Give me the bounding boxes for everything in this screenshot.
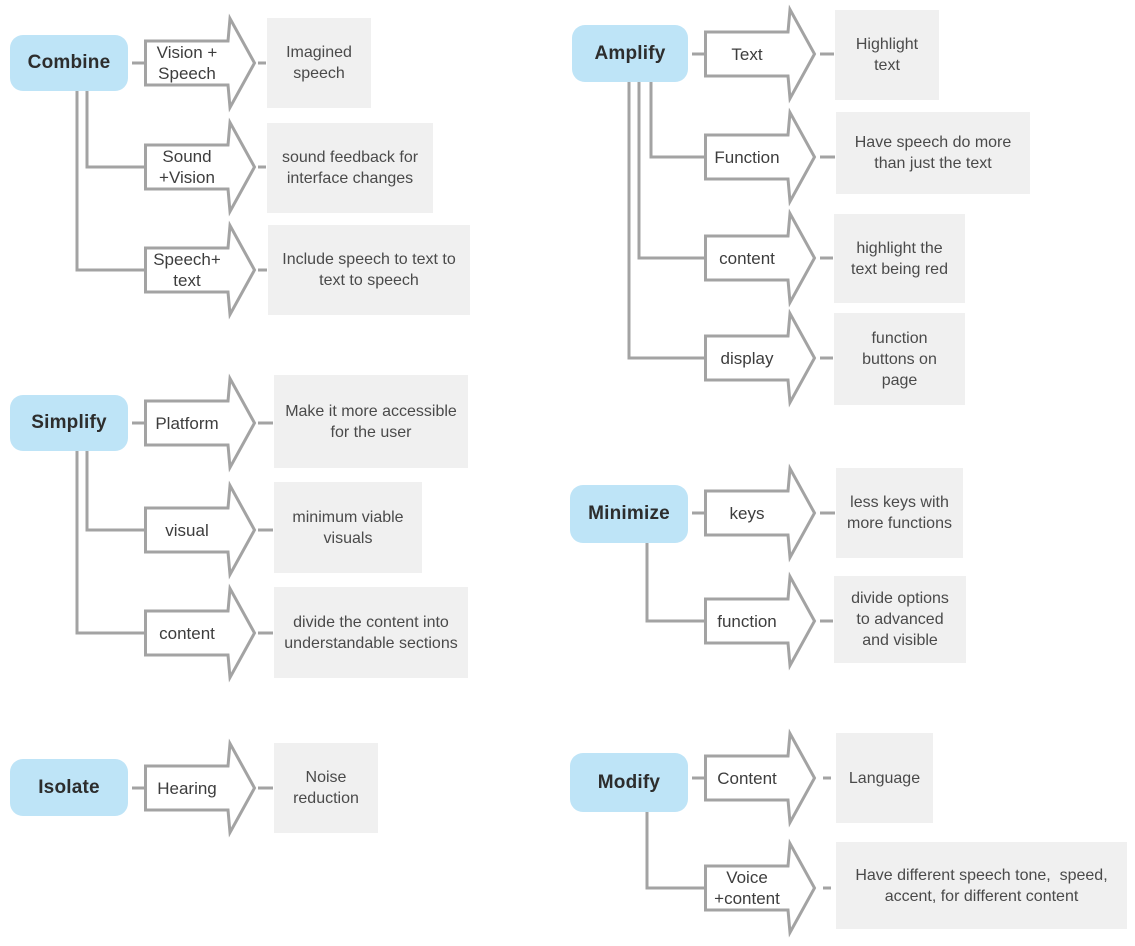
desc-text: Have speech do more than just the text xyxy=(854,134,1012,172)
desc-box: minimum viable visuals xyxy=(274,482,422,573)
branch-label: Platform xyxy=(155,413,219,433)
branch-label: Sound +Vision xyxy=(159,147,215,187)
desc-box: function buttons on page xyxy=(834,313,965,405)
desc-text: minimum viable visuals xyxy=(292,508,404,547)
desc-text: Include speech to text to text to speech xyxy=(282,251,456,289)
desc-box: sound feedback for interface changes xyxy=(267,123,433,213)
branch-label: visual xyxy=(165,520,209,540)
branch-label: content xyxy=(719,248,775,268)
desc-box: Language xyxy=(836,733,933,823)
branch-label: Text xyxy=(731,44,763,64)
desc-text: sound feedback for interface changes xyxy=(281,149,419,187)
branch-label: keys xyxy=(729,503,765,523)
category-modify: Modify xyxy=(570,753,688,812)
branch-label: display xyxy=(720,348,774,368)
connector xyxy=(645,812,704,890)
desc-box: Make it more accessible for the user xyxy=(274,375,468,468)
connector xyxy=(637,82,704,260)
branch-label: Vision + Speech xyxy=(156,43,218,83)
desc-box: Have speech do more than just the text xyxy=(836,112,1030,194)
desc-box: highlight the text being red xyxy=(834,214,965,303)
connector xyxy=(645,543,704,623)
desc-text: highlight the text being red xyxy=(851,239,948,278)
desc-box: Imagined speech xyxy=(267,18,371,108)
category-isolate: Isolate xyxy=(10,759,128,816)
category-minimize: Minimize xyxy=(570,485,688,543)
desc-text: Noise reduction xyxy=(293,769,359,807)
branch-label: Function xyxy=(714,147,780,167)
connector xyxy=(85,91,144,169)
desc-text: divide the content into understandable s… xyxy=(284,613,458,652)
category-combine: Combine xyxy=(10,35,128,91)
desc-text: function buttons on page xyxy=(862,329,937,389)
desc-box: Include speech to text to text to speech xyxy=(268,225,470,315)
branch-label: function xyxy=(717,611,777,631)
desc-box: Noise reduction xyxy=(274,743,378,833)
category-simplify: Simplify xyxy=(10,395,128,451)
connector xyxy=(75,91,144,272)
branch-label: Voice +content xyxy=(714,868,780,908)
category-amplify: Amplify xyxy=(572,25,688,82)
connector xyxy=(649,82,704,159)
desc-text: less keys with more functions xyxy=(847,494,952,532)
desc-text: Have different speech tone, speed, accen… xyxy=(855,866,1108,905)
connector xyxy=(75,451,144,635)
desc-box: divide the content into understandable s… xyxy=(274,587,468,678)
desc-text: Highlight text xyxy=(855,36,919,74)
branch-label: Hearing xyxy=(157,778,217,798)
connector xyxy=(627,82,704,360)
desc-text: divide options to advanced and visible xyxy=(851,590,949,649)
desc-text: Make it more accessible for the user xyxy=(285,402,457,441)
desc-box: Have different speech tone, speed, accen… xyxy=(836,842,1127,929)
desc-box: Highlight text xyxy=(835,10,939,100)
desc-box: less keys with more functions xyxy=(836,468,963,558)
branch-label: Content xyxy=(717,768,777,788)
connector xyxy=(85,451,144,532)
desc-text: Language xyxy=(848,769,921,787)
desc-text: Imagined speech xyxy=(286,44,352,82)
branch-label: content xyxy=(159,623,215,643)
branch-label: Speech+ text xyxy=(153,250,221,290)
desc-box: divide options to advanced and visible xyxy=(834,576,966,663)
